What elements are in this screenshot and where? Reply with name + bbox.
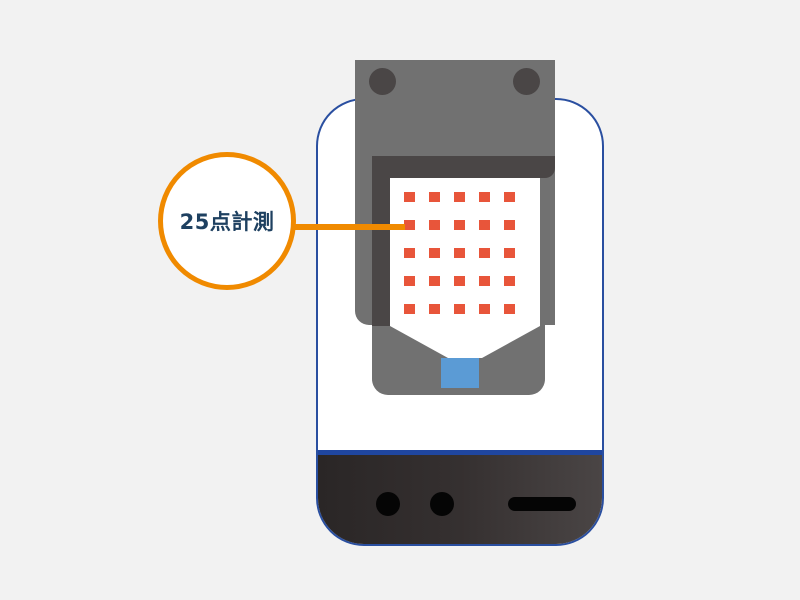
screw-left-icon <box>369 68 396 95</box>
callout-label: 25点計測 <box>179 210 275 234</box>
measure-point <box>479 276 490 286</box>
measure-point <box>454 248 465 258</box>
measure-point <box>504 276 515 286</box>
sensor-window <box>441 358 479 388</box>
measure-point <box>429 192 440 202</box>
measure-point <box>404 248 415 258</box>
measure-point <box>454 192 465 202</box>
measure-point <box>504 304 515 314</box>
speaker-slot <box>508 497 576 511</box>
clip-inner-left <box>372 156 390 326</box>
measure-point <box>504 248 515 258</box>
callout-leader-line <box>295 224 405 230</box>
measure-point <box>429 220 440 230</box>
measure-point <box>404 220 415 230</box>
measure-point <box>454 220 465 230</box>
measure-point <box>429 248 440 258</box>
measure-point <box>404 276 415 286</box>
measure-point <box>479 220 490 230</box>
sensor-plate <box>390 178 540 358</box>
measure-point <box>479 304 490 314</box>
round-button-2 <box>430 492 454 516</box>
measure-point <box>504 220 515 230</box>
callout-bubble: 25点計測 <box>158 152 296 290</box>
phone-bottom-panel <box>318 450 602 544</box>
measure-point <box>479 248 490 258</box>
measure-point <box>479 192 490 202</box>
clip-inner-top <box>372 156 555 178</box>
measure-point <box>404 192 415 202</box>
measure-point <box>429 276 440 286</box>
measure-point <box>404 304 415 314</box>
measure-point <box>429 304 440 314</box>
measure-point <box>454 304 465 314</box>
round-button-1 <box>376 492 400 516</box>
measure-point <box>454 276 465 286</box>
measure-point <box>504 192 515 202</box>
measurement-grid <box>390 178 540 378</box>
screw-right-icon <box>513 68 540 95</box>
clip-head <box>355 60 555 160</box>
